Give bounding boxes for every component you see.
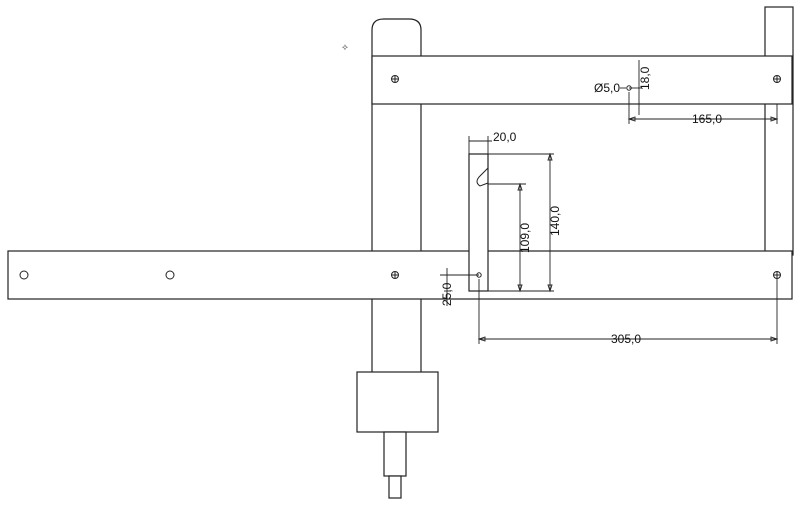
lower-bar	[7, 250, 793, 300]
bracket-hook	[476, 167, 489, 187]
label-hole-diameter: Ø5,0	[594, 81, 620, 95]
slotted-bracket	[468, 153, 489, 292]
dimension-hook-depth	[488, 182, 526, 293]
upper-bar	[371, 55, 793, 105]
dimension-vertical-18	[629, 60, 642, 115]
dimension-slot-height	[488, 152, 554, 293]
lower-bar-hole-3	[391, 271, 399, 279]
lower-bar-hole-right	[773, 271, 781, 279]
dimension-horizontal-165	[627, 92, 779, 124]
clamp-block	[356, 371, 439, 433]
label-hole-spacing: 305,0	[611, 332, 641, 346]
upper-bar-hole-right	[773, 75, 781, 83]
stem	[383, 431, 407, 477]
view-marker-icon: ⟡	[342, 43, 348, 53]
right-post	[764, 6, 794, 256]
dimension-edge-offset	[440, 268, 479, 306]
lower-bar-hole-1	[19, 270, 29, 280]
label-hole-offset-horizontal: 165,0	[692, 112, 722, 126]
label-hole-offset-vertical: 18,0	[638, 66, 652, 90]
label-slot-width: 20,0	[493, 130, 517, 144]
dimension-hole-spacing	[477, 279, 779, 344]
label-slot-height: 140,0	[548, 206, 562, 236]
label-hook-depth: 109,0	[518, 223, 532, 253]
dimension-slot-width	[468, 136, 492, 154]
upper-bar-hole-left	[391, 75, 399, 83]
label-edge-offset: 25,0	[440, 282, 454, 306]
stem-tip	[388, 475, 402, 499]
lower-bar-hole-2	[165, 270, 175, 280]
